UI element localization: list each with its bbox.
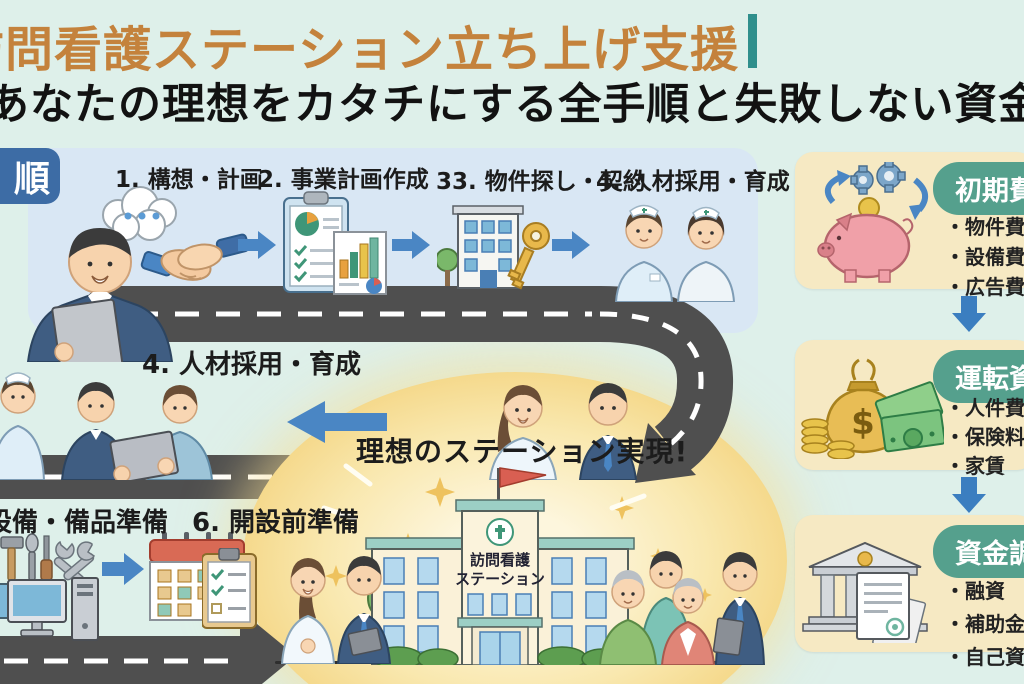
- step1-label: 1. 構想・計画: [115, 167, 263, 193]
- arrow-right-icon: [552, 231, 590, 259]
- arrow-left-icon: [287, 401, 387, 443]
- arrow-down-icon: [952, 296, 986, 332]
- step2-label: 2. 事業計画作成: [258, 167, 429, 193]
- working-capital-badge: 運転資金: [933, 350, 1024, 403]
- businessman-illustration: [26, 228, 174, 362]
- road-arrow-right: [240, 610, 296, 684]
- cost-sidebar: 初期費用 ・物件費 ・設備費 ・広告費: [795, 0, 1024, 684]
- step5-label: 設備・備品準備: [0, 508, 169, 538]
- road-arrow-down: [635, 423, 696, 483]
- step6-label: 6. 開設前準備: [192, 508, 360, 538]
- nurses-icon: [614, 204, 736, 302]
- checklist-icon: [202, 548, 257, 629]
- list-item: ・補助金: [945, 612, 1024, 636]
- sidebar-panel-financing: 資金調達 ・融資 ・補助金 ・自己資金: [795, 515, 1024, 669]
- money-bag-icon: $: [801, 358, 944, 459]
- middle-step4-label: 4. 人材採用・育成: [142, 350, 362, 380]
- step3-label: 33. 物件探し・契約: [436, 169, 646, 195]
- list-item: ・融資: [945, 579, 1005, 603]
- step4-label: 4. 人材採用・育成: [596, 169, 790, 195]
- bank-icon: [802, 541, 928, 643]
- sidebar-panel-initial-costs: 初期費用 ・物件費 ・設備費 ・広告費: [795, 152, 1024, 299]
- people-group-left: [280, 556, 392, 664]
- process-badge-label: 順: [13, 159, 50, 200]
- people-group-right: [598, 551, 766, 665]
- computer-icon: [0, 577, 99, 641]
- piggy-bank-icon: [817, 162, 928, 283]
- list-item: ・保険料: [945, 425, 1024, 449]
- svg-text:$: $: [851, 403, 875, 443]
- page-subtitle: あなたの理想をカタチにする全手順と失敗しない資金計画: [0, 80, 1024, 130]
- initial-costs-badge: 初期費用: [933, 162, 1024, 215]
- arrow-right-icon: [238, 231, 276, 259]
- process-badge: 順: [0, 148, 60, 204]
- list-item: ・設備費: [945, 245, 1024, 269]
- list-item: ・自己資金: [945, 645, 1024, 669]
- financing-list: ・融資 ・補助金 ・自己資金: [945, 575, 1024, 674]
- sidebar-panel-working-capital: 運転資金 ・人件費 ・保険料 ・家賃 $: [795, 340, 1024, 478]
- working-capital-list: ・人件費 ・保険料 ・家賃: [945, 394, 1024, 481]
- arrow-down-icon: [952, 477, 986, 513]
- financing-badge: 資金調達: [933, 525, 1024, 578]
- building-sign-line1: 訪問看護: [470, 551, 531, 569]
- list-item: ・家賃: [945, 454, 1005, 478]
- business-plan-icon: [283, 191, 387, 295]
- list-item: ・広告費: [945, 275, 1024, 299]
- goal-headline: 理想のステーション実現!: [356, 435, 689, 468]
- flag-icon: [499, 467, 547, 488]
- page-title: 訪問看護ステーション立ち上げ支援: [0, 22, 740, 78]
- initial-costs-list: ・物件費 ・設備費 ・広告費: [945, 212, 1024, 302]
- list-item: ・人件費: [945, 396, 1024, 420]
- arrow-right-icon: [102, 553, 144, 585]
- building-sign-line2: ステーション: [455, 570, 545, 588]
- title-accent-bar: [748, 14, 757, 68]
- arrow-right-icon: [392, 231, 430, 259]
- list-item: ・物件費: [945, 215, 1024, 239]
- building-key-icon: [437, 205, 550, 290]
- staff-group-left: [0, 372, 214, 480]
- medical-cross-icon: [495, 525, 505, 539]
- idea-handshake-icon: [96, 186, 248, 281]
